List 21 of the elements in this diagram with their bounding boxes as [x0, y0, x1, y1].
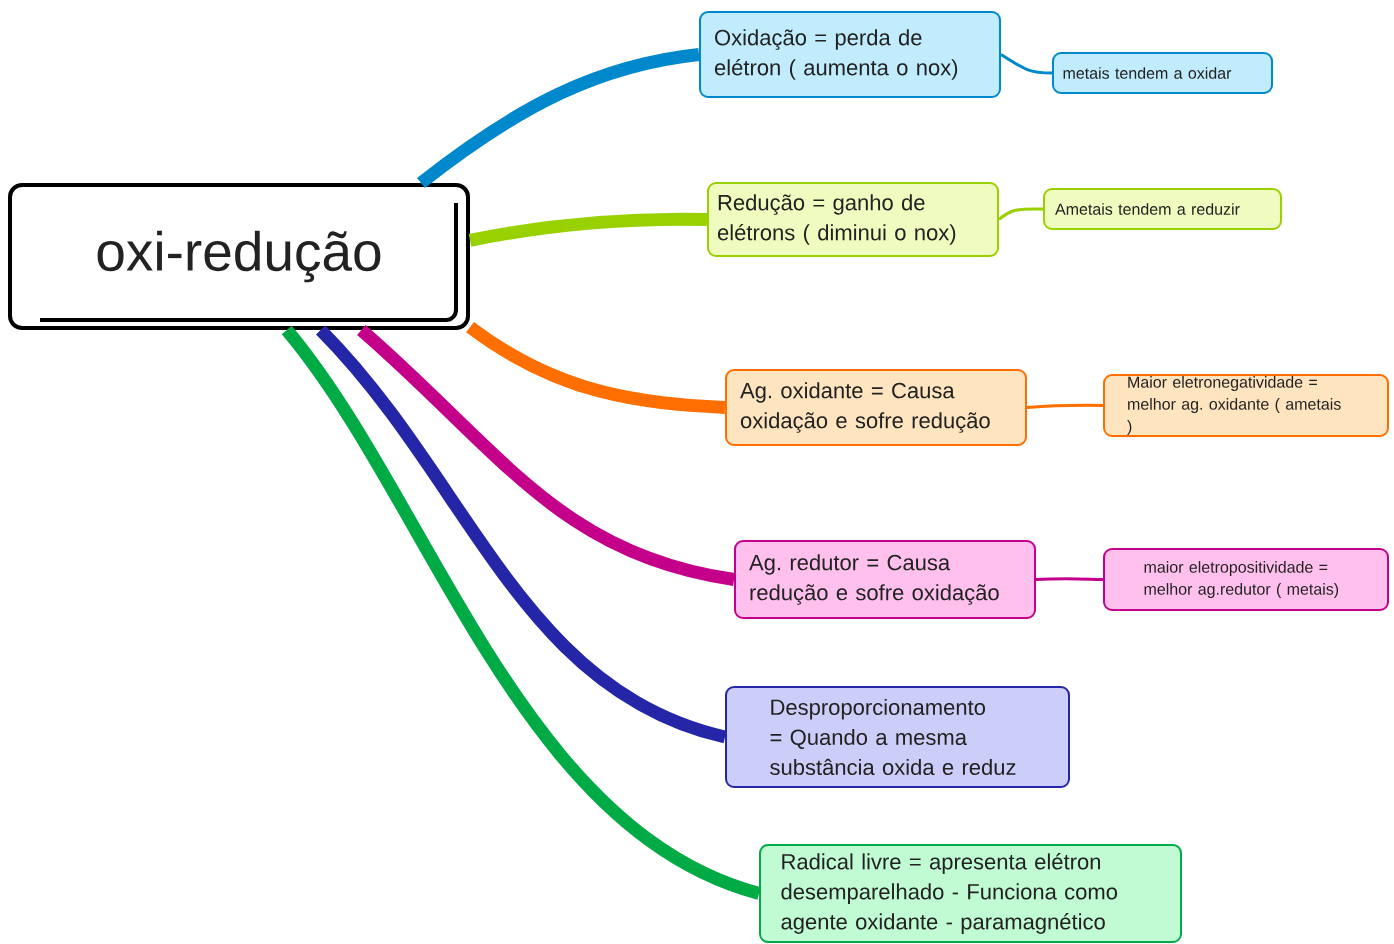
subtopic-box: maior eletropositividade = melhor ag.redutor ( metais): [1103, 548, 1389, 611]
subtopic-box: Maior eletronegatividade = melhor ag. oxidante ( ametais ): [1103, 374, 1389, 437]
topic-box: Oxidação = perda de elétron ( aumenta o nox): [699, 11, 1001, 98]
branch-line: [417, 48, 700, 189]
branch-line: [1000, 53, 1053, 75]
branch-line: [466, 321, 726, 414]
branch-line: [315, 325, 727, 744]
branch-line: [357, 325, 736, 586]
branch-line: [1035, 577, 1104, 581]
subtopic-box: metais tendem a oxidar: [1052, 52, 1273, 94]
subtopic-box: Ametais tendem a reduzir: [1043, 188, 1282, 230]
topic-box: Desproporcionamento = Quando a mesma substância oxida e reduz: [725, 686, 1070, 788]
branch-line: [468, 212, 708, 247]
topic-box: Ag. redutor = Causa redução e sofre oxidação: [734, 540, 1036, 619]
topic-box: Ag. oxidante = Causa oxidação e sofre redução: [725, 369, 1027, 446]
branch-line: [998, 207, 1043, 221]
central-topic-box: oxi-redução: [8, 183, 470, 330]
topic-box: Redução = ganho de elétrons ( diminui o nox): [707, 182, 999, 257]
branch-line: [281, 326, 762, 900]
branch-line: [1026, 403, 1104, 409]
topic-box: Radical livre = apresenta elétron desemparelhado - Funciona como agente oxidante - paramagnético: [759, 844, 1182, 943]
